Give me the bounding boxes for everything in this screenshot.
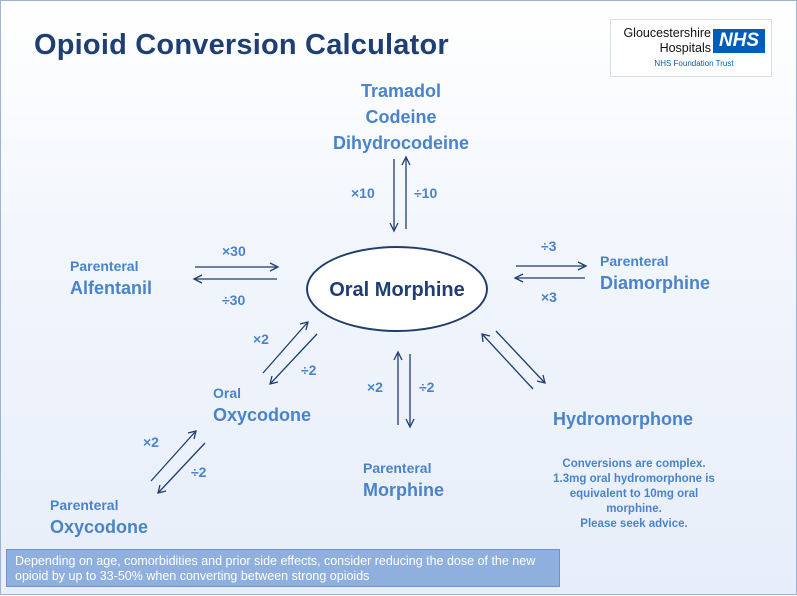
org-name-line2: Hospitals bbox=[659, 41, 711, 55]
note-line: 1.3mg oral hydromorphone is bbox=[553, 473, 715, 485]
nhs-badge: NHS bbox=[713, 29, 765, 53]
op-pmorph-down: ÷2 bbox=[419, 379, 435, 395]
diamorphine-drug: Diamorphine bbox=[600, 273, 711, 293]
alfentanil-route: Parenteral bbox=[70, 258, 139, 274]
oral-morphine-label: Oral Morphine bbox=[329, 279, 465, 301]
op-left-top: ×30 bbox=[222, 243, 246, 259]
note-line: Conversions are complex. bbox=[562, 458, 706, 470]
arrow-hydro-to-center bbox=[482, 334, 534, 390]
top-drugs: Tramadol Codeine Dihydrocodeine bbox=[311, 78, 491, 156]
hydromorphone-drug: Hydromorphone bbox=[553, 409, 694, 429]
oral-oxycodone-route: Oral bbox=[213, 385, 242, 401]
arrow-oxy-to-center bbox=[262, 322, 308, 374]
op-left-bottom: ÷30 bbox=[222, 292, 246, 308]
oral-oxycodone-drug: Oxycodone bbox=[213, 405, 312, 425]
parenteral-oxycodone-node: Parenteral Oxycodone bbox=[50, 496, 148, 540]
dose-reduction-footnote: Depending on age, comorbidities and prio… bbox=[6, 549, 560, 587]
op-center-to-top: ÷10 bbox=[414, 185, 438, 201]
drug-tramadol: Tramadol bbox=[360, 81, 442, 101]
oral-morphine-node: Oral Morphine bbox=[306, 246, 488, 332]
alfentanil-node: Parenteral Alfentanil bbox=[70, 257, 152, 301]
arrow-center-to-oxy bbox=[270, 333, 318, 384]
parenteral-morphine-route: Parenteral bbox=[363, 460, 432, 476]
op-top-to-center: ×10 bbox=[351, 185, 375, 201]
oral-oxycodone-node: Oral Oxycodone bbox=[213, 384, 311, 428]
parenteral-morphine-drug: Morphine bbox=[363, 480, 444, 500]
org-name-line1: Gloucestershire bbox=[623, 26, 711, 40]
op-oxy-down: ÷2 bbox=[301, 362, 317, 378]
parenteral-oxycodone-drug: Oxycodone bbox=[50, 517, 149, 537]
diamorphine-route: Parenteral bbox=[600, 253, 669, 269]
drug-dihydrocodeine: Dihydrocodeine bbox=[332, 133, 470, 153]
org-name: Gloucestershire Hospitals bbox=[617, 26, 711, 56]
alfentanil-drug: Alfentanil bbox=[70, 278, 153, 298]
page-title: Opioid Conversion Calculator bbox=[34, 29, 449, 61]
parenteral-oxycodone-route: Parenteral bbox=[50, 497, 119, 513]
trust-name: NHS Foundation Trust bbox=[654, 59, 734, 68]
drug-codeine: Codeine bbox=[365, 107, 437, 127]
op-right-top: ÷3 bbox=[541, 238, 557, 254]
op-right-bottom: ×3 bbox=[541, 289, 557, 305]
nhs-logo: Gloucestershire Hospitals NHS NHS Founda… bbox=[610, 19, 772, 77]
diamorphine-node: Parenteral Diamorphine bbox=[600, 252, 710, 296]
arrow-poxy-to-oxy bbox=[150, 431, 196, 482]
arrow-center-to-hydro bbox=[495, 330, 545, 383]
hydromorphone-note: Conversions are complex. 1.3mg oral hydr… bbox=[539, 457, 729, 532]
op-poxy-down: ÷2 bbox=[191, 464, 207, 480]
note-line: equivalent to 10mg oral bbox=[569, 488, 699, 500]
arrow-oxy-to-poxy bbox=[158, 442, 206, 493]
op-oxy-up: ×2 bbox=[253, 331, 269, 347]
op-poxy-up: ×2 bbox=[143, 434, 159, 450]
parenteral-morphine-node: Parenteral Morphine bbox=[363, 459, 444, 503]
note-line: morphine. bbox=[606, 503, 662, 515]
op-pmorph-up: ×2 bbox=[367, 379, 383, 395]
note-line: Please seek advice. bbox=[580, 518, 688, 530]
